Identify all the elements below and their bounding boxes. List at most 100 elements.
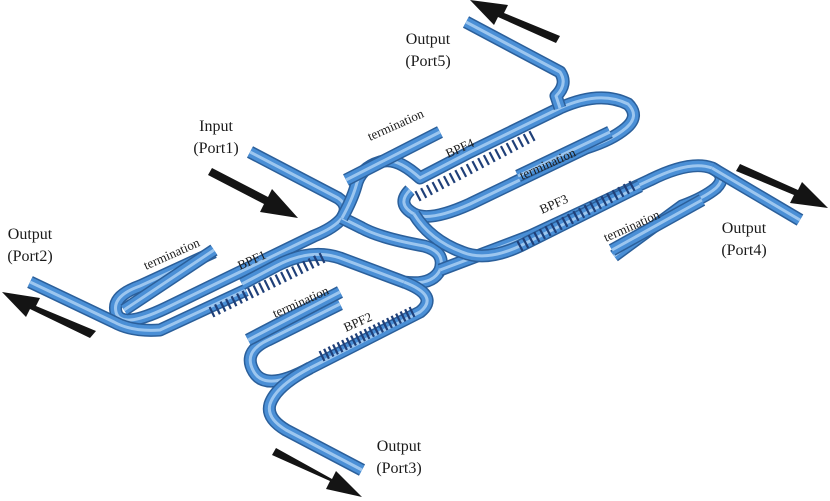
grating-line bbox=[408, 306, 416, 318]
grating-line bbox=[583, 204, 591, 216]
port4-waveguide bbox=[711, 166, 801, 222]
grating-line bbox=[372, 324, 380, 336]
input-label: Input bbox=[199, 118, 233, 135]
grating-line bbox=[247, 287, 254, 299]
grating-line bbox=[258, 282, 265, 294]
grating-line bbox=[263, 279, 271, 291]
grating-line bbox=[622, 183, 630, 195]
port3-port-label: (Port3) bbox=[376, 460, 421, 477]
port3-output-label: Output bbox=[377, 438, 422, 455]
port5-output-arrow bbox=[470, 0, 560, 43]
grating-line bbox=[448, 172, 456, 184]
grating-line bbox=[214, 303, 221, 315]
grating-line bbox=[414, 190, 422, 202]
term2-waveguide bbox=[247, 290, 341, 342]
grating-line bbox=[241, 290, 249, 302]
grating-line bbox=[555, 219, 563, 231]
grating-line bbox=[488, 151, 496, 163]
bpf1-grating bbox=[208, 252, 326, 318]
grating-line bbox=[572, 210, 580, 222]
port2-waveguide bbox=[29, 280, 247, 332]
term4-waveguide bbox=[517, 130, 611, 178]
grating-line bbox=[517, 136, 525, 148]
grating-line bbox=[617, 186, 625, 198]
grating-line bbox=[465, 163, 473, 175]
grating-line bbox=[359, 330, 366, 342]
grating-line bbox=[420, 187, 428, 199]
grating-line bbox=[377, 321, 384, 333]
grating-line bbox=[236, 293, 243, 304]
grating-line bbox=[323, 348, 330, 360]
grating-line bbox=[505, 142, 513, 154]
grating-line bbox=[533, 231, 541, 243]
grating-line bbox=[544, 225, 552, 237]
bpf3-grating bbox=[516, 180, 636, 252]
term5-waveguide bbox=[611, 198, 703, 252]
grating-line bbox=[381, 319, 389, 331]
grating-line bbox=[431, 181, 439, 193]
grating-line bbox=[499, 145, 508, 157]
port2-port-label: (Port2) bbox=[7, 248, 52, 265]
labels: Input (Port1) Output (Port2) Output (Por… bbox=[7, 31, 766, 477]
grating-line bbox=[350, 335, 357, 347]
grating-line bbox=[628, 180, 636, 192]
grating-line bbox=[578, 207, 586, 219]
grating-layer bbox=[208, 130, 636, 362]
grating-line bbox=[494, 148, 502, 160]
grating-line bbox=[606, 192, 614, 204]
port5-output-label: Output bbox=[406, 31, 451, 48]
grating-line bbox=[566, 213, 574, 225]
waveguide-layer bbox=[27, 16, 804, 476]
grating-line bbox=[404, 308, 411, 320]
grating-line bbox=[280, 271, 287, 283]
grating-line bbox=[589, 201, 597, 213]
grating-line bbox=[482, 154, 490, 166]
input-port-label: (Port1) bbox=[193, 140, 238, 157]
port4-output-label: Output bbox=[722, 220, 767, 237]
grating-line bbox=[454, 169, 462, 181]
grating-line bbox=[516, 240, 524, 252]
term3-waveguide bbox=[345, 130, 441, 182]
grating-line bbox=[395, 313, 402, 325]
term1-waveguide bbox=[123, 248, 215, 312]
grating-line bbox=[345, 337, 353, 349]
grating-line bbox=[274, 274, 282, 286]
grating-line bbox=[471, 160, 479, 172]
bpf4-grating bbox=[414, 130, 536, 202]
grating-line bbox=[285, 268, 293, 280]
grating-line bbox=[386, 317, 393, 329]
grating-line bbox=[522, 237, 530, 249]
port5-waveguide bbox=[465, 20, 565, 109]
grating-line bbox=[550, 222, 558, 234]
grating-line bbox=[341, 339, 348, 351]
bpf2-grating bbox=[318, 306, 416, 362]
grating-line bbox=[327, 346, 335, 358]
input-arrow bbox=[208, 168, 298, 218]
port2-output-label: Output bbox=[8, 226, 53, 243]
grating-line bbox=[527, 234, 535, 246]
grating-line bbox=[336, 341, 344, 353]
grating-line bbox=[225, 298, 232, 310]
grating-line bbox=[600, 195, 608, 207]
grating-line bbox=[313, 255, 320, 267]
grating-line bbox=[307, 257, 315, 269]
port3-output-arrow bbox=[272, 448, 362, 497]
grating-line bbox=[611, 189, 619, 201]
grating-line bbox=[511, 139, 519, 151]
grating-line bbox=[442, 175, 451, 187]
port4-port-label: (Port4) bbox=[721, 242, 766, 259]
grating-line bbox=[302, 260, 309, 272]
grating-line bbox=[219, 301, 227, 313]
grating-line bbox=[522, 133, 530, 145]
grating-line bbox=[318, 252, 326, 264]
grating-line bbox=[425, 184, 433, 196]
port3-waveguide bbox=[267, 366, 363, 472]
grating-line bbox=[354, 332, 362, 344]
grating-line bbox=[296, 263, 304, 275]
bpf2-loop-waveguide bbox=[248, 280, 429, 383]
grating-line bbox=[363, 328, 371, 340]
grating-line bbox=[208, 306, 216, 318]
grating-line bbox=[230, 295, 238, 307]
